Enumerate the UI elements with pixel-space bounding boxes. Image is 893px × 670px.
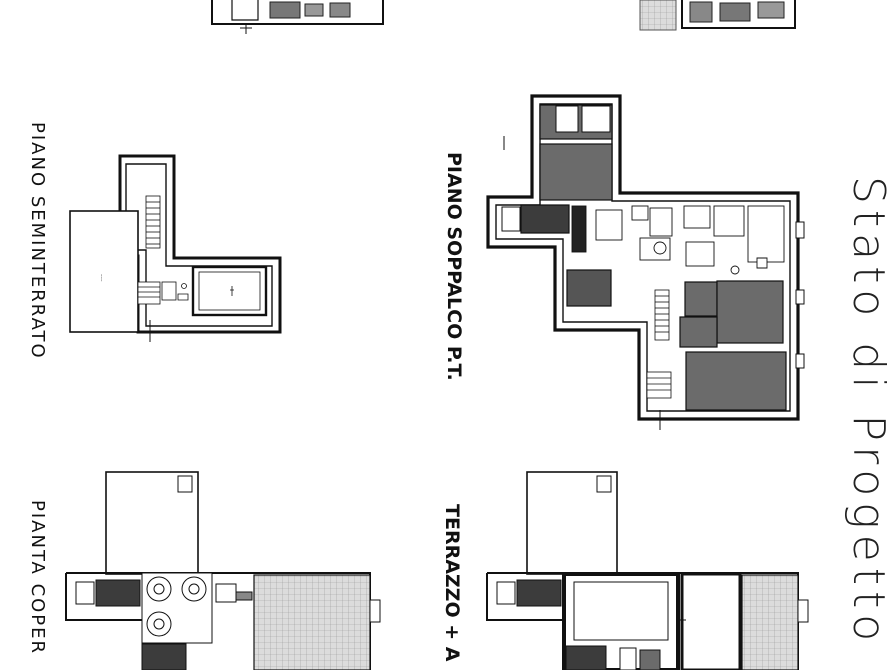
plan-soppalco xyxy=(486,94,805,430)
label-piano-seminterrato: PIANO SEMINTERRATO xyxy=(27,122,48,360)
label-piano-soppalco: PIANO SOPPALCO P.T. xyxy=(443,152,465,381)
plan-copertura xyxy=(65,471,381,670)
label-pianta-copertura: PIANTA COPER xyxy=(27,500,48,656)
seminterrato-stair xyxy=(137,195,161,305)
copertura-fans xyxy=(141,572,253,644)
soppalco-shaded-rooms xyxy=(520,104,787,411)
seminterrato-pool xyxy=(191,265,268,317)
soppalco-doors xyxy=(795,221,805,369)
soppalco-fixtures xyxy=(571,205,785,275)
top-right-plan-fragment xyxy=(639,0,796,31)
seminterrato-side-room xyxy=(69,210,139,333)
sheet-title: Stato di Progetto xyxy=(843,176,893,648)
terrazzo-rooms xyxy=(562,572,742,670)
terrazzo-paving xyxy=(741,574,799,670)
svg-text:–––: ––– xyxy=(98,274,104,282)
copertura-terrace-paving xyxy=(253,574,371,670)
seminterrato-details xyxy=(161,281,234,301)
soppalco-stair xyxy=(646,289,672,399)
label-terrazzo: TERRAZZO + A xyxy=(441,504,463,662)
plan-terrazzo xyxy=(486,471,809,670)
soppalco-axis-mark xyxy=(503,136,666,430)
top-left-plan-fragment xyxy=(211,0,384,34)
seminterrato-axis-mark xyxy=(144,320,156,342)
plan-seminterrato: ––– xyxy=(69,154,282,342)
